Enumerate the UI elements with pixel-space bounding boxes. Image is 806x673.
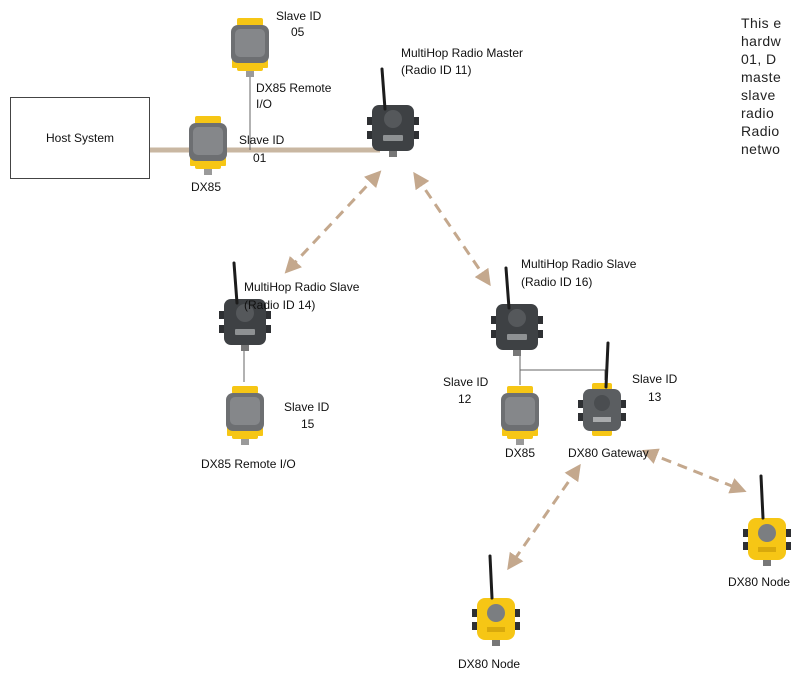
dx85-remote-io-label-a: DX85 Remote [256, 81, 332, 95]
dx85-remote-io-label-bottom: DX85 Remote I/O [201, 457, 296, 471]
radio-master-label: MultiHop Radio Master [401, 46, 524, 60]
description-line: This e [741, 15, 782, 31]
description-line: netwo [741, 141, 781, 157]
radio-slave16-id-label: (Radio ID 16) [521, 275, 593, 289]
dx85-device-left [189, 116, 227, 175]
description-line: 01, D [741, 51, 777, 67]
dx85-remote-io-device-bottom [226, 386, 264, 445]
multihop-radio-master-device [365, 67, 421, 159]
radio-slave14-id-label: (Radio ID 14) [244, 298, 316, 312]
dx85-device-mid [501, 386, 539, 445]
slave-id-number-05: 05 [291, 25, 305, 39]
slave-id-number-15: 15 [301, 417, 315, 431]
slave-id-number-01: 01 [253, 151, 267, 165]
description-text: This e hardw 01, D maste slave radio Rad… [741, 14, 806, 158]
slave-id-number-13: 13 [648, 390, 662, 404]
radio-slave14-label: MultiHop Radio Slave [244, 280, 360, 294]
slave16-tee-line [519, 345, 606, 380]
link-master-slave16 [413, 171, 491, 287]
dx85-label-left: DX85 [191, 180, 222, 194]
slave-id-label-12: Slave ID [443, 375, 489, 389]
link-master-slave14 [284, 170, 382, 274]
link-gateway-node-right [641, 448, 747, 494]
dx80-gateway-device [576, 341, 628, 438]
slave-id-label-01: Slave ID [239, 133, 285, 147]
description-line: Radio [741, 123, 780, 139]
dx80-node-device-bottom [470, 554, 522, 648]
description-line: hardw [741, 33, 782, 49]
dx80-node-device-right [741, 474, 793, 568]
description-line: radio [741, 105, 775, 121]
slave-id-label-15: Slave ID [284, 400, 330, 414]
dx85-label-mid: DX85 [505, 446, 536, 460]
slave-id-label-05: Slave ID [276, 9, 322, 23]
dx85-remote-io-device-top [231, 18, 269, 77]
dx80-node-label-bottom: DX80 Node [458, 657, 521, 671]
radio-master-id-label: (Radio ID 11) [401, 63, 472, 77]
dx80-gateway-label: DX80 Gateway [568, 446, 649, 460]
host-system-label: Host System [45, 131, 114, 145]
dx85-remote-io-label-b: I/O [256, 97, 273, 111]
slave-id-number-12: 12 [458, 392, 472, 406]
description-line: slave [741, 87, 776, 103]
dx80-node-label-right: DX80 Node [728, 575, 791, 589]
radio-slave16-label: MultiHop Radio Slave [521, 257, 637, 271]
description-line: maste [741, 69, 782, 85]
slave-id-label-13: Slave ID [632, 372, 678, 386]
host-system-box: Host System [10, 97, 150, 179]
link-gateway-node-bottom [507, 463, 581, 571]
